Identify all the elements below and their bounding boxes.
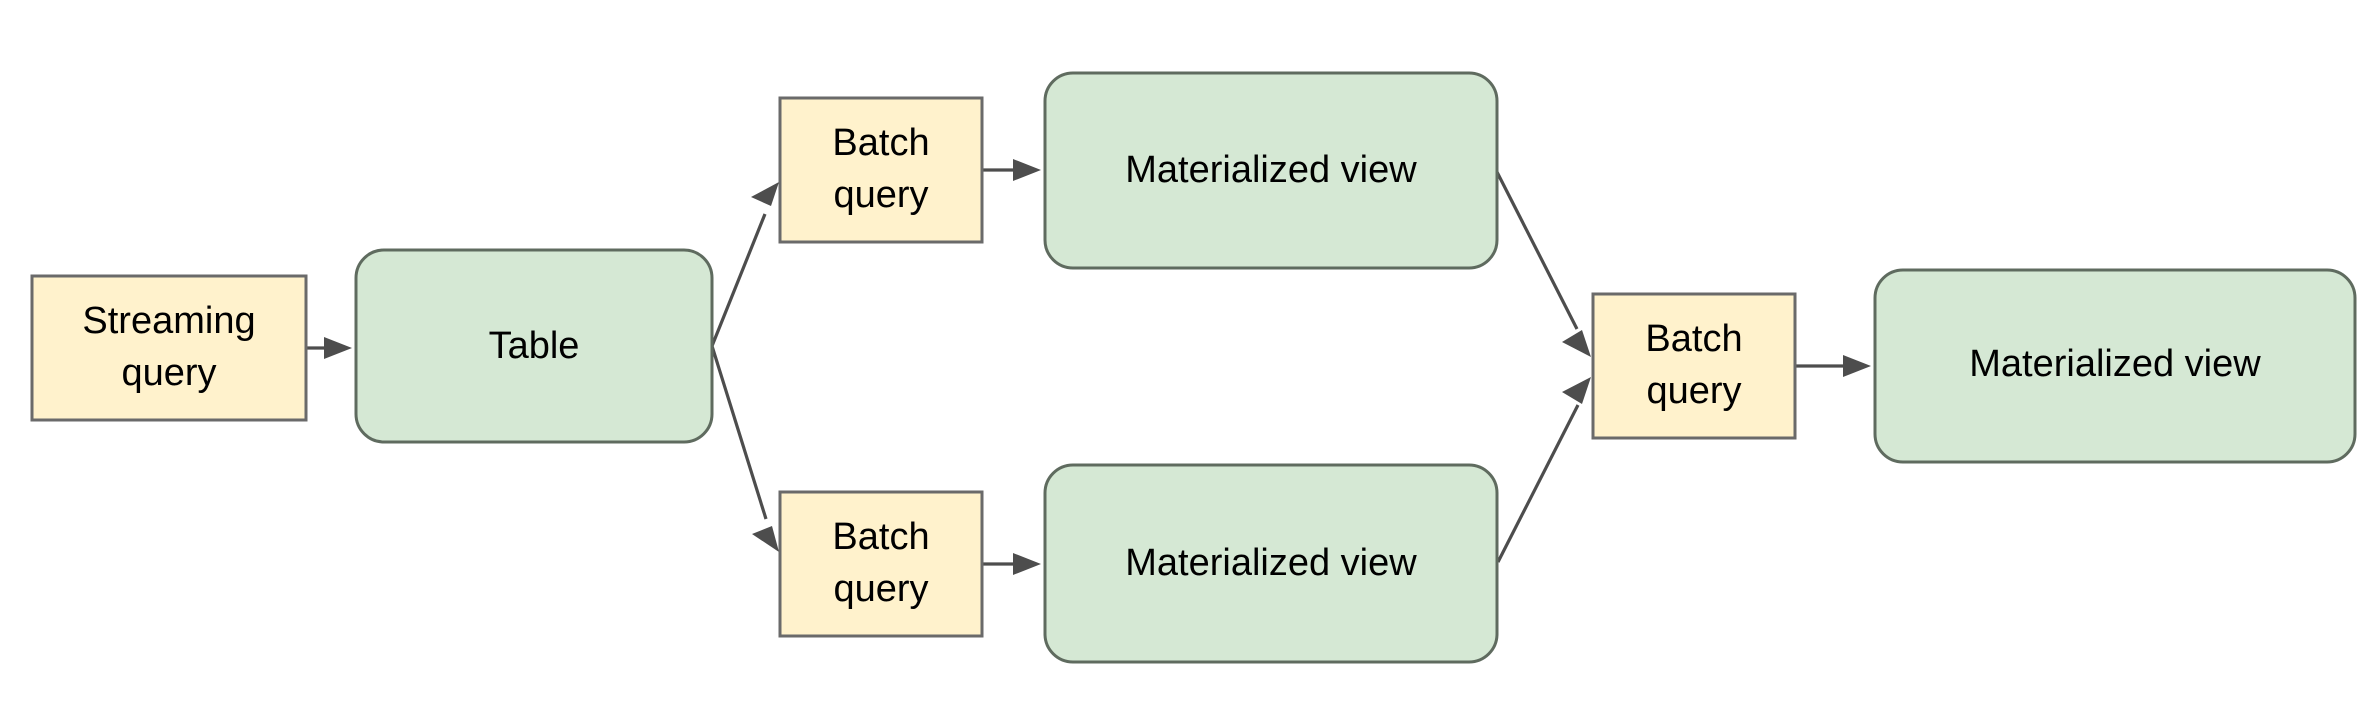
node-shape[interactable] (778, 96, 984, 244)
node-shape[interactable] (1591, 292, 1797, 440)
node-table[interactable]: Table (354, 248, 714, 444)
node-batch-query-top[interactable]: Batch query (778, 96, 984, 244)
edge-line (710, 345, 768, 520)
edge-layer (306, 159, 1871, 575)
node-shape[interactable] (354, 248, 714, 444)
edge-streaming-query-to-table (306, 337, 352, 359)
node-shape[interactable] (30, 274, 308, 422)
node-materialized-view-top[interactable]: Materialized view (1043, 71, 1499, 270)
edge-table-to-batch-query-top (710, 182, 779, 347)
node-shape[interactable] (1043, 463, 1499, 664)
edge-line (710, 213, 767, 347)
node-shape[interactable] (778, 490, 984, 638)
node-label-line2: query (833, 174, 928, 216)
arrowhead-icon (1562, 377, 1591, 404)
node-shape[interactable] (1043, 71, 1499, 270)
edge-batch-query-top-to-materialized-view-top (982, 159, 1041, 181)
edge-batch-query-bottom-to-materialized-view-bottom (982, 553, 1041, 575)
node-label-line1: Streaming (82, 300, 255, 342)
node-label-line1: Table (489, 325, 580, 367)
arrowhead-icon (752, 526, 779, 552)
node-batch-query-bottom[interactable]: Batch query (778, 490, 984, 638)
node-layer: Streaming query Table Batch query Materi… (30, 71, 2357, 664)
edge-materialized-view-top-to-batch-query-merge (1495, 171, 1591, 357)
arrowhead-icon (1013, 159, 1041, 181)
node-label-line1: Materialized view (1125, 542, 1417, 584)
node-batch-query-merge[interactable]: Batch query (1591, 292, 1797, 440)
arrowhead-icon (324, 337, 352, 359)
node-label-line1: Materialized view (1125, 149, 1417, 191)
node-label-line2: query (121, 352, 216, 394)
edge-line (1496, 404, 1580, 563)
arrowhead-icon (1562, 330, 1591, 357)
node-materialized-view-bottom[interactable]: Materialized view (1043, 463, 1499, 664)
node-materialized-view-final[interactable]: Materialized view (1873, 268, 2357, 464)
edge-batch-query-merge-to-materialized-view-final (1795, 355, 1871, 377)
node-label-line1: Batch (832, 122, 929, 164)
node-shape[interactable] (1873, 268, 2357, 464)
edge-materialized-view-bottom-to-batch-query-merge (1496, 377, 1591, 563)
node-label-line1: Batch (832, 516, 929, 558)
node-label-line2: query (1646, 370, 1741, 412)
edge-line (1495, 171, 1579, 330)
arrowhead-icon (751, 182, 779, 206)
node-label-line2: query (833, 568, 928, 610)
arrowhead-icon (1013, 553, 1041, 575)
node-streaming-query[interactable]: Streaming query (30, 274, 308, 422)
arrowhead-icon (1843, 355, 1871, 377)
edge-table-to-batch-query-bottom (710, 345, 779, 552)
node-label-line1: Batch (1645, 318, 1742, 360)
node-label-line1: Materialized view (1969, 343, 2261, 385)
